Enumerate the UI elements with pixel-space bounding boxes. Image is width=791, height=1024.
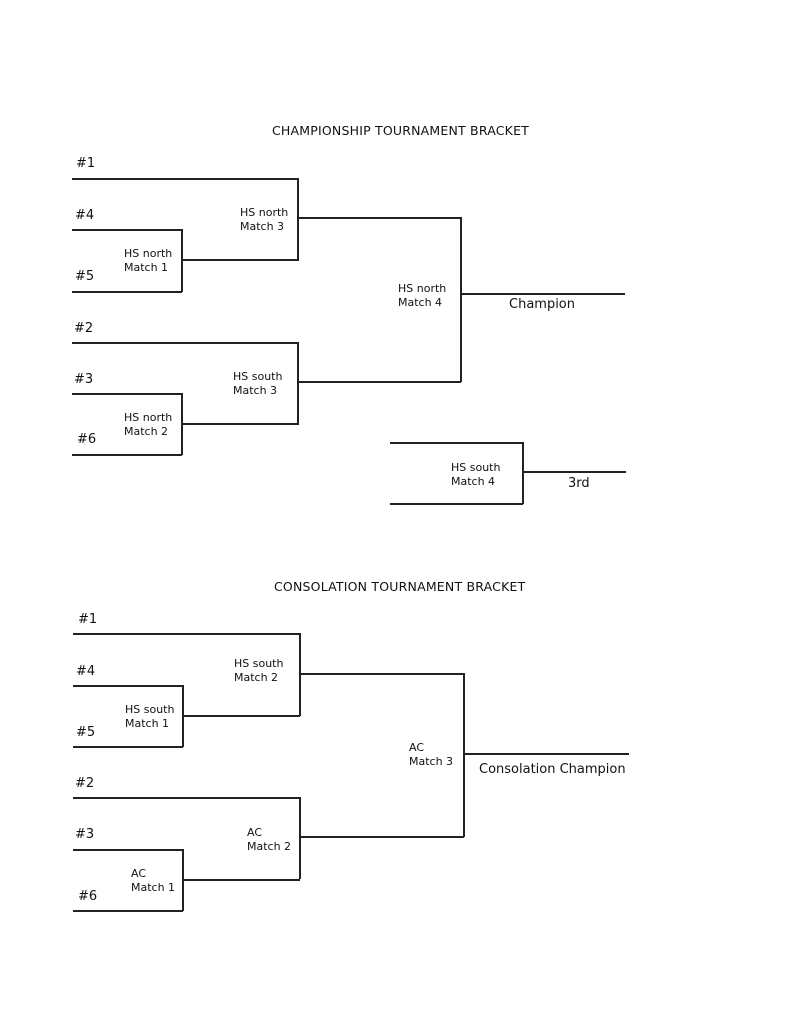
match-number: Match 1: [125, 717, 170, 730]
bracket-line: [73, 746, 183, 748]
match-site: HS north: [124, 247, 173, 260]
match-number: Match 3: [233, 384, 278, 397]
match-site: AC: [247, 826, 263, 839]
bracket-line: [297, 381, 461, 383]
bracket-line: [299, 797, 301, 879]
seed-2: #2: [75, 776, 95, 791]
bracket-line: [463, 753, 629, 755]
bracket-line: [182, 715, 300, 717]
match-number: Match 2: [234, 671, 279, 684]
bracket-line: [297, 217, 461, 219]
bracket-line: [73, 685, 183, 687]
seed-4: #4: [76, 664, 96, 679]
match-number: Match 3: [409, 755, 454, 768]
bracket-line: [463, 673, 465, 837]
match-site: HS south: [234, 657, 284, 670]
match-number: Match 1: [131, 881, 176, 894]
match-site: HS north: [124, 411, 173, 424]
seed-5: #5: [76, 725, 96, 740]
bracket-line: [72, 393, 182, 395]
seed-5: #5: [75, 269, 95, 284]
match-number: Match 1: [124, 261, 169, 274]
match-site: HS north: [398, 282, 447, 295]
bracket-line: [73, 797, 300, 799]
bracket-line: [299, 836, 464, 838]
bracket-line: [460, 293, 625, 295]
bracket-line: [72, 454, 182, 456]
match-site: AC: [409, 741, 425, 754]
third-place-label: 3rd: [568, 476, 590, 491]
seed-1: #1: [76, 156, 96, 171]
bracket-line: [297, 178, 299, 260]
bracket-line: [297, 342, 299, 423]
bracket-line: [390, 503, 523, 505]
match-number: Match 4: [451, 475, 496, 488]
match-number: Match 3: [240, 220, 285, 233]
consolation-champion-label: Consolation Champion: [479, 762, 626, 777]
bracket-line: [73, 910, 183, 912]
match-number: Match 2: [247, 840, 292, 853]
bracket-line: [181, 423, 299, 425]
bracket-line: [299, 673, 464, 675]
bracket-line: [181, 259, 299, 261]
champion-label: Champion: [509, 297, 576, 312]
match-site: HS south: [451, 461, 501, 474]
bracket-line: [72, 291, 182, 293]
bracket-line: [522, 471, 626, 473]
match-site: HS south: [125, 703, 175, 716]
championship-title: CHAMPIONSHIP TOURNAMENT BRACKET: [272, 123, 530, 138]
bracket-line: [72, 178, 298, 180]
bracket-line: [181, 229, 183, 292]
bracket-line: [72, 229, 182, 231]
bracket-line: [73, 633, 300, 635]
consolation-title: CONSOLATION TOURNAMENT BRACKET: [274, 579, 526, 594]
match-number: Match 4: [398, 296, 443, 309]
bracket-line: [73, 849, 183, 851]
bracket-line: [72, 342, 298, 344]
seed-6: #6: [77, 432, 97, 447]
match-site: AC: [131, 867, 147, 880]
bracket-line: [390, 442, 523, 444]
match-number: Match 2: [124, 425, 169, 438]
seed-6: #6: [78, 889, 98, 904]
bracket-line: [182, 879, 300, 881]
seed-1: #1: [78, 612, 98, 627]
bracket-line: [522, 442, 524, 504]
seed-4: #4: [75, 208, 95, 223]
bracket-line: [460, 217, 462, 382]
seed-3: #3: [74, 372, 94, 387]
match-site: HS south: [233, 370, 283, 383]
seed-2: #2: [74, 321, 94, 336]
seed-3: #3: [75, 827, 95, 842]
match-site: HS north: [240, 206, 289, 219]
bracket-line: [299, 633, 301, 716]
